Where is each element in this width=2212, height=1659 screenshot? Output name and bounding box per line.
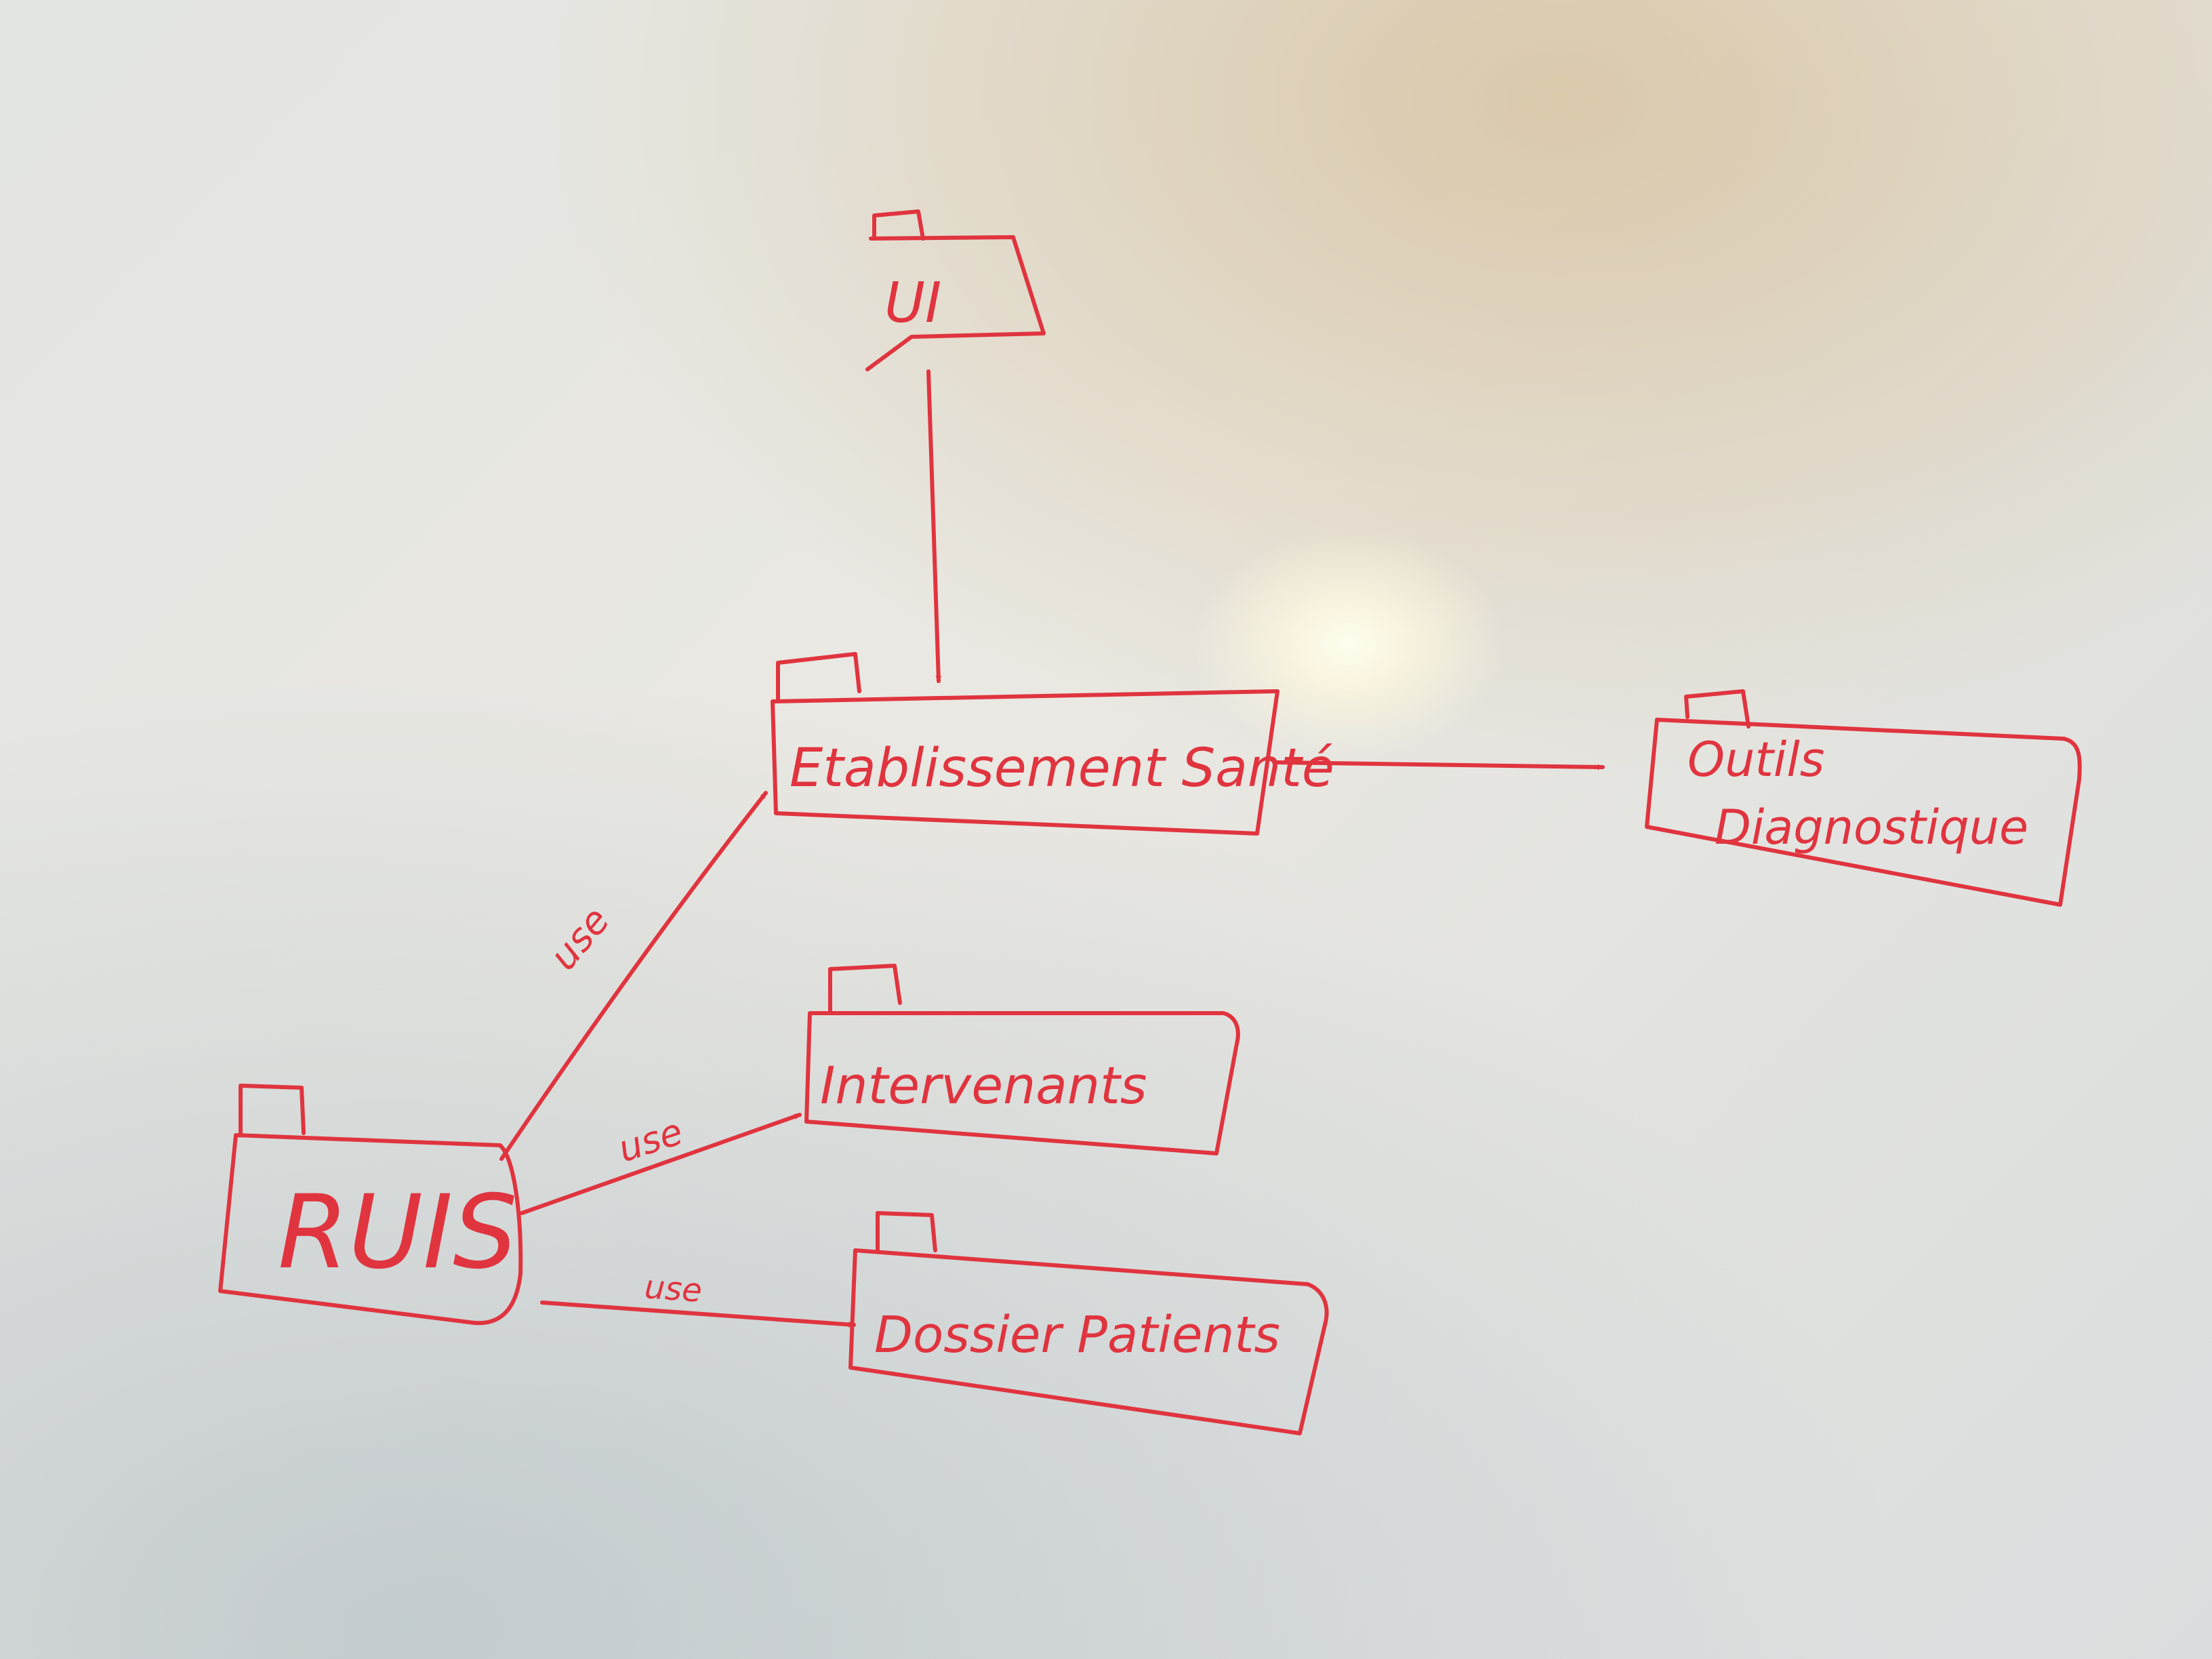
edge-ruis-to-etablissement-label: use	[541, 899, 619, 979]
package-ui-body	[865, 235, 1046, 371]
package-ui-label: UI	[884, 271, 941, 335]
package-ruis-label: RUIS	[278, 1174, 517, 1292]
package-ruis-tab	[239, 1084, 306, 1135]
package-ruis: RUIS	[218, 1084, 523, 1326]
package-etablissement-body	[771, 689, 1279, 836]
package-ui: UI	[865, 209, 1046, 371]
package-ui-tab	[872, 209, 925, 241]
package-intervenants: Intervenants	[804, 964, 1240, 1155]
edge-ruis-to-etablissement	[499, 791, 768, 1161]
package-etablissement-tab	[776, 652, 861, 701]
package-outils: Outils Diagnostique	[1645, 689, 2082, 907]
package-dossier-body	[848, 1248, 1329, 1435]
edge-etablissement-to-outils	[1275, 760, 1605, 771]
package-dossier: Dossier Patients	[848, 1211, 1329, 1435]
package-dossier-label: Dossier Patients	[874, 1306, 1280, 1364]
edge-ui-to-etablissement	[926, 369, 941, 683]
package-intervenants-label: Intervenants	[820, 1055, 1147, 1115]
edge-ruis-to-dossier	[540, 1300, 856, 1328]
package-outils-body	[1645, 718, 2082, 907]
package-intervenants-body	[804, 1011, 1240, 1155]
package-outils-label-line2: Diagnostique	[1715, 800, 2028, 855]
package-ruis-body	[218, 1133, 523, 1326]
edge-ruis-to-intervenants-label: use	[613, 1110, 688, 1170]
package-outils-label-line1: Outils	[1687, 732, 1824, 787]
package-outils-tab	[1684, 689, 1750, 729]
package-etablissement: Etablissement Santé	[771, 652, 1334, 836]
package-etablissement-label: Etablissement Santé	[790, 738, 1334, 799]
edge-ruis-to-dossier-label: use	[643, 1268, 703, 1310]
edge-ruis-to-intervenants	[520, 1113, 802, 1215]
package-dossier-tab	[876, 1211, 937, 1252]
package-intervenants-tab	[828, 964, 902, 1015]
